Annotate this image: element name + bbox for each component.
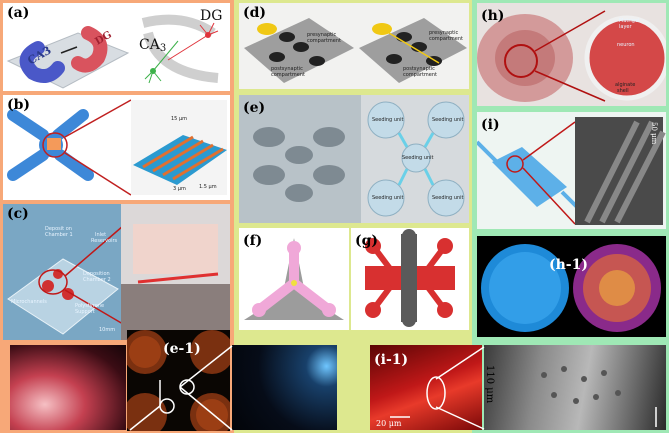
- panel-b-dim-3: 3 μm: [173, 186, 186, 192]
- panel-f-diagram: [244, 238, 344, 320]
- panel-f: (f): [239, 228, 349, 330]
- panel-d-right-post-1: postsynaptic: [403, 66, 435, 72]
- panel-i-label: (i): [481, 117, 500, 133]
- panel-b-diagram: [7, 99, 227, 196]
- panel-c-text-9: Support: [75, 309, 95, 315]
- panel-f-label: (f): [243, 233, 263, 249]
- panel-i1-image: [390, 376, 446, 418]
- panel-d-right-pre-2: compartment: [429, 36, 464, 42]
- panel-i1-label: (i-1): [374, 352, 409, 368]
- panel-g-label: (g): [355, 233, 379, 249]
- panel-h-text-1: Matrigel: [619, 18, 640, 24]
- panel-a-dg-right: DG: [200, 8, 223, 24]
- panel-h1-image: [481, 244, 661, 332]
- panel-c-text-8: Polystyrene: [75, 303, 105, 309]
- panel-g-diagram: [365, 229, 455, 327]
- panel-d-left-pre-1: presynaptic: [307, 32, 337, 38]
- panel-d: (d) presynaptic compartment postsynaptic…: [239, 3, 469, 89]
- panel-i: (i) 50 μm: [477, 112, 666, 229]
- panel-c-text-7: Microchannels: [11, 299, 47, 305]
- panel-a-diagram: [6, 14, 219, 89]
- microscopy-image-left: [10, 345, 126, 430]
- panel-a: (a) CA3 DG CA3 DG: [3, 3, 230, 91]
- panel-c-text-10: 10mm: [99, 327, 116, 333]
- panel-i-scale-text: 50 μm: [650, 122, 658, 145]
- panel-a-ca3-right: CA3: [139, 37, 166, 54]
- panel-e-seeding-unit-3: Seeding unit: [402, 155, 434, 161]
- panel-i1-sem-pores: [541, 366, 657, 427]
- panel-d-right-post-2: compartment: [403, 72, 438, 78]
- panel-c-text-5: Deposition: [83, 271, 110, 277]
- panel-a-ca3-right-text: CA: [139, 37, 160, 53]
- panel-b: (b) 15 μm 3 μm 1.5 μm: [3, 95, 230, 200]
- panel-h-text-4: alginate: [615, 82, 636, 88]
- panel-d-left-post-2: compartment: [271, 72, 306, 78]
- panel-e-diagram: [239, 95, 469, 223]
- panel-c-text-1: Deposit on: [45, 226, 72, 232]
- panel-h-diagram: [477, 10, 666, 102]
- panel-h-text-2: layer: [619, 24, 632, 30]
- panel-i-diagram: [477, 117, 666, 225]
- panel-e-seeding-unit-5: Seeding unit: [432, 195, 464, 201]
- panel-c: (c) Deposit on Chamber 1 Inlet Reservoir…: [3, 204, 230, 340]
- panel-d-diagram: [244, 18, 467, 83]
- panel-h-text-3: neuron: [617, 42, 635, 48]
- panel-e: (e) Seeding unit Seeding unit Seeding un…: [239, 95, 469, 223]
- panel-i1-scale-text: 20 μm: [376, 419, 402, 428]
- panel-i1-sem-image: 110 μm: [484, 345, 666, 430]
- panel-e1-zoom-lines: [129, 345, 233, 431]
- panel-h-text-5: shell: [617, 88, 629, 94]
- panel-b-dim-15: 15 μm: [171, 116, 188, 122]
- panel-c-diagram: [3, 204, 230, 340]
- panel-a-label: (a): [7, 5, 30, 21]
- panel-c-text-6: Chamber 2: [83, 277, 111, 283]
- panel-e-seeding-unit-4: Seeding unit: [372, 195, 404, 201]
- panel-c-text-4: Reservoirs: [91, 238, 118, 244]
- panel-e1-label: (e-1): [163, 341, 201, 357]
- panel-e-label: (e): [243, 100, 266, 116]
- panel-d-right-pre-1: presynaptic: [429, 30, 459, 36]
- panel-h1: (h-1): [477, 236, 666, 337]
- panel-h1-label: (h-1): [549, 257, 588, 273]
- microscopy-image-right: [232, 345, 337, 430]
- panel-c-label: (c): [7, 206, 29, 222]
- panel-c-text-3: Inlet: [95, 232, 107, 238]
- panel-i1: (i-1) 20 μm: [370, 345, 482, 430]
- panel-e-seeding-unit-2: Seeding unit: [432, 117, 464, 123]
- panel-i1-zoom-lines: [435, 346, 485, 430]
- panel-e-seeding-unit-1: Seeding unit: [372, 117, 404, 123]
- panel-a-ca3-right-num: 3: [159, 43, 167, 54]
- panel-g: (g): [351, 228, 469, 330]
- panel-d-left-pre-2: compartment: [307, 38, 342, 44]
- panel-h: (h) Matrigel layer neuron alginate shell: [477, 3, 666, 106]
- panel-b-label: (b): [7, 97, 31, 113]
- panel-i1-vertical-scale-text: 110 μm: [484, 365, 495, 404]
- panel-d-left-post-1: postsynaptic: [271, 66, 303, 72]
- panel-b-dim-1-5: 1.5 μm: [199, 184, 217, 190]
- panel-c-text-2: Chamber 1: [45, 232, 73, 238]
- panel-d-label: (d): [243, 5, 267, 21]
- panel-h-label: (h): [481, 8, 505, 24]
